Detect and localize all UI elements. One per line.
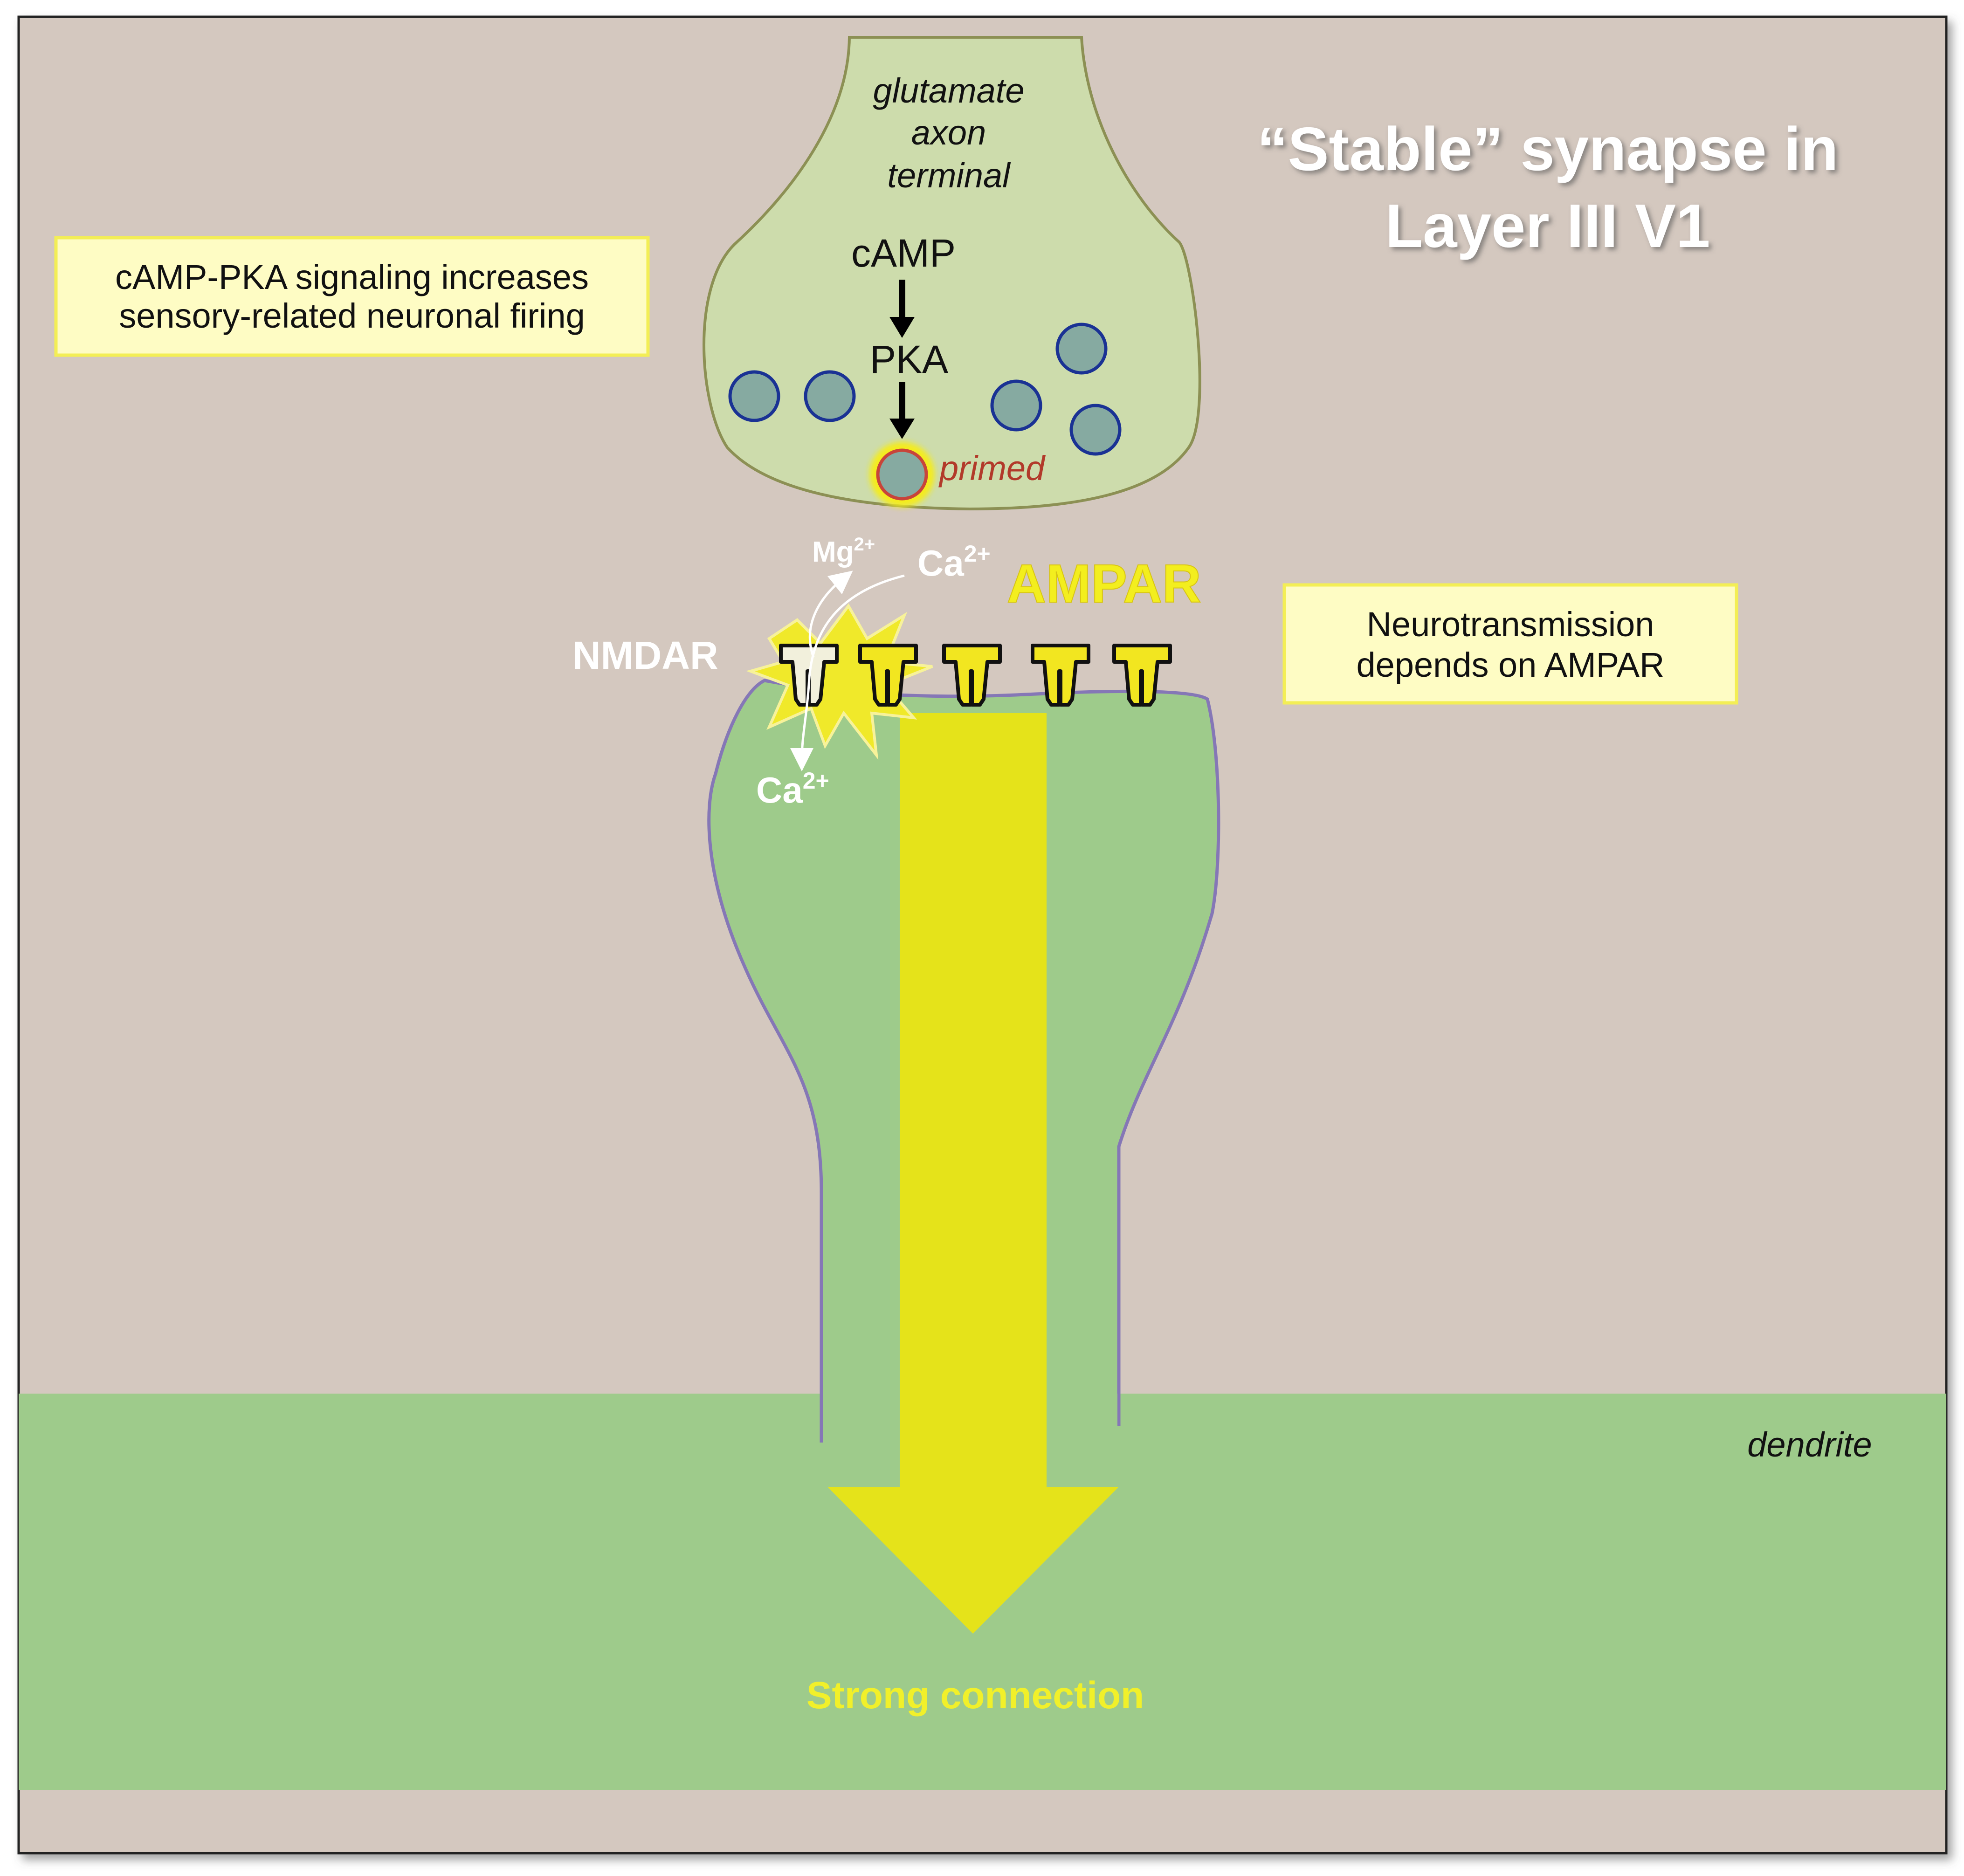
strong-connection-label: Strong connection bbox=[806, 1674, 1144, 1717]
nmdar-label: NMDAR bbox=[572, 633, 718, 677]
neurotransmission-callout-line2: depends on AMPAR bbox=[1357, 646, 1665, 684]
primed-vesicle bbox=[876, 448, 928, 501]
camp-pka-callout-line1: cAMP-PKA signaling increases bbox=[115, 258, 589, 296]
ampar-receptor-group bbox=[858, 644, 1172, 707]
pka-to-vesicle-arrowhead bbox=[889, 419, 915, 439]
ca-in-ion-label: Ca2+ bbox=[917, 541, 991, 584]
dendrite-label: dendrite bbox=[1747, 1425, 1872, 1464]
pka-label: PKA bbox=[870, 337, 948, 381]
vesicle bbox=[990, 379, 1042, 432]
vesicle bbox=[1069, 404, 1122, 456]
activation-starburst bbox=[746, 603, 933, 760]
neurotransmission-callout bbox=[1282, 583, 1738, 705]
camp-pka-callout-line2: sensory-related neuronal firing bbox=[119, 296, 585, 335]
axon-label-line2: axon bbox=[911, 113, 986, 152]
mg-exit-arrow bbox=[808, 570, 853, 658]
vesicle bbox=[728, 370, 780, 422]
title-line1: “Stable” synapse in bbox=[1257, 115, 1838, 183]
ampar-label: AMPAR bbox=[1007, 553, 1201, 614]
axon-label-line1: glutamate bbox=[873, 71, 1025, 110]
ampar-receptor bbox=[1112, 644, 1172, 707]
ca-out-ion-label: Ca2+ bbox=[756, 768, 829, 811]
ampar-receptor bbox=[942, 644, 1002, 707]
neurotransmission-callout-line1: Neurotransmission bbox=[1367, 605, 1654, 644]
camp-pka-callout bbox=[54, 236, 650, 357]
title-line2: Layer III V1 bbox=[1385, 192, 1710, 260]
primed-label: primed bbox=[938, 449, 1046, 488]
mg-ion-label: Mg2+ bbox=[812, 534, 875, 568]
vesicle bbox=[1055, 323, 1108, 375]
ca-entry-arrow bbox=[790, 574, 905, 771]
camp-label: cAMP bbox=[851, 231, 956, 275]
axon-label-line3: terminal bbox=[887, 156, 1011, 195]
strong-connection-arrow bbox=[827, 713, 1119, 1634]
vesicle bbox=[804, 370, 856, 422]
ampar-receptor bbox=[858, 644, 918, 707]
camp-to-pka-arrowhead bbox=[889, 317, 915, 338]
ampar-receptor bbox=[1031, 644, 1090, 707]
